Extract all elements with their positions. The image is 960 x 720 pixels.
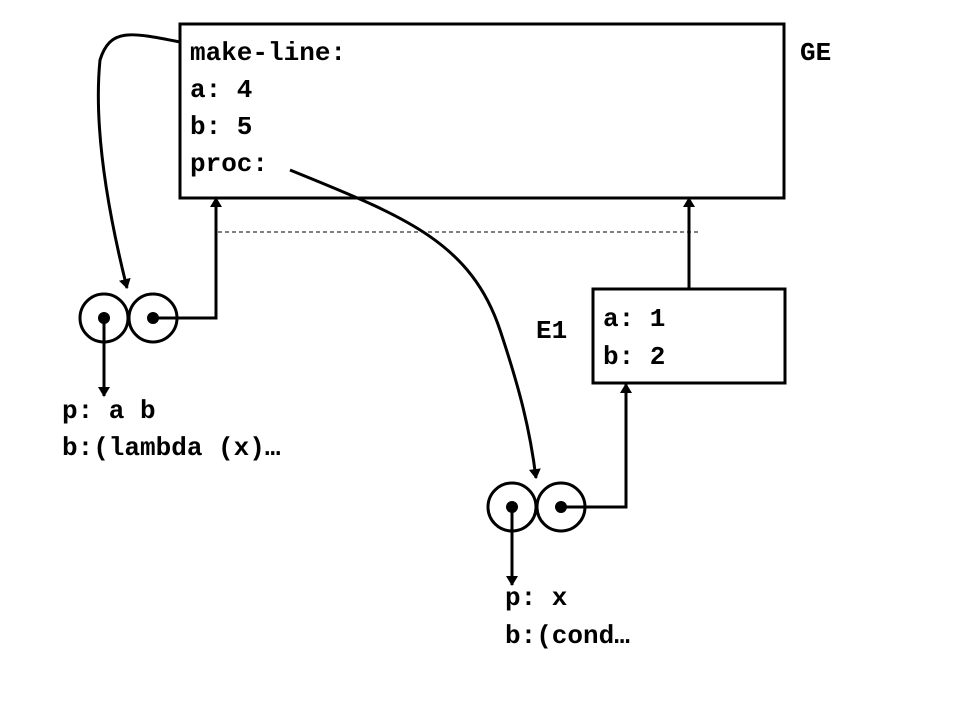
ge-label: GE (800, 38, 831, 68)
procedure-1-body: b:(lambda (x)… (62, 433, 280, 463)
make-line-binding-arrow (96, 33, 181, 289)
e1-binding-b: b: 2 (603, 342, 665, 372)
e1-environment-frame (591, 287, 787, 385)
e1-binding-a: a: 1 (603, 304, 665, 334)
ge-binding-a: a: 4 (190, 75, 252, 105)
procedure-2-body: b:(cond… (505, 621, 630, 651)
procedure-1-params: p: a b (62, 396, 156, 426)
ge-binding-make-line: make-line: (190, 38, 346, 68)
procedure-2-env-arrow (561, 383, 632, 509)
procedure-1-env-arrow (153, 197, 222, 320)
global-environment-frame (178, 22, 786, 200)
ge-binding-b: b: 5 (190, 112, 252, 142)
e1-label: E1 (536, 316, 567, 346)
procedure-2-params: p: x (505, 583, 567, 613)
ge-binding-proc: proc: (190, 149, 268, 179)
proc-binding-arrow (289, 168, 541, 479)
